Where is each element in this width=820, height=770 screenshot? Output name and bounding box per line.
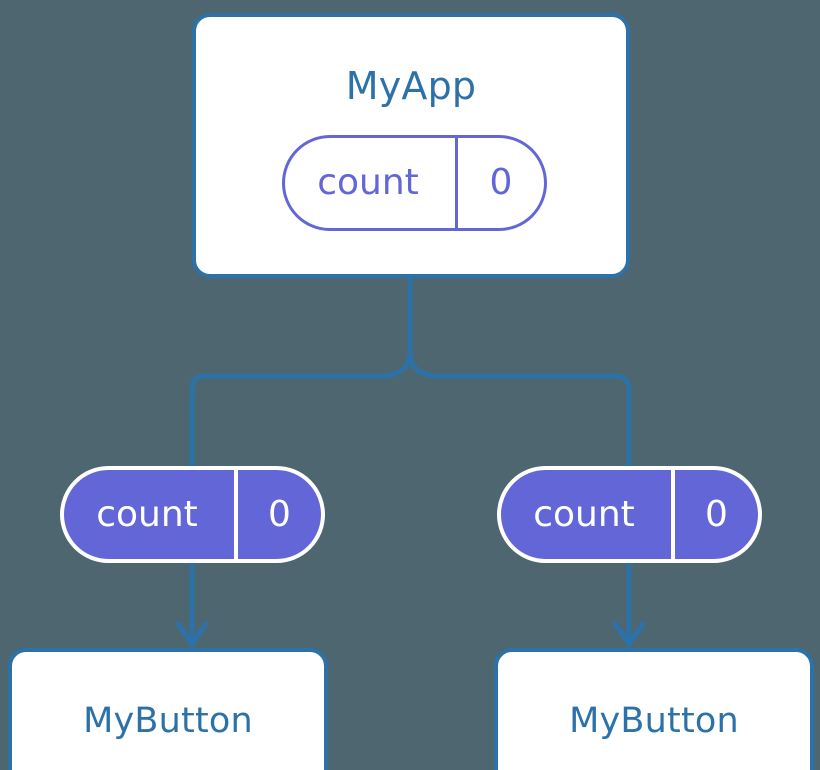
child-state-value-left: 0 xyxy=(234,470,321,559)
root-state-pill[interactable]: count 0 xyxy=(282,135,547,231)
root-state-key: count xyxy=(317,162,419,203)
arrow-left-head xyxy=(175,621,209,647)
component-card-root[interactable]: MyApp count 0 xyxy=(192,13,630,278)
fork-left-curve xyxy=(200,349,413,379)
child-state-key-left: count xyxy=(96,493,198,535)
left-component-title: MyButton xyxy=(83,701,253,741)
child-state-pill-left[interactable]: count 0 xyxy=(60,466,325,563)
fork-right-curve xyxy=(407,349,620,379)
component-card-right[interactable]: MyButton xyxy=(494,648,814,770)
child-state-value-right: 0 xyxy=(671,470,758,559)
arrow-right-head xyxy=(612,621,646,647)
component-card-left[interactable]: MyButton xyxy=(8,648,328,770)
right-component-title: MyButton xyxy=(569,701,739,741)
child-state-pill-right[interactable]: count 0 xyxy=(497,466,762,563)
child-state-key-right: count xyxy=(533,493,635,535)
root-state-value: 0 xyxy=(455,138,544,228)
rail-right xyxy=(614,373,632,469)
rail-left xyxy=(189,373,206,469)
root-component-title: MyApp xyxy=(345,64,477,108)
